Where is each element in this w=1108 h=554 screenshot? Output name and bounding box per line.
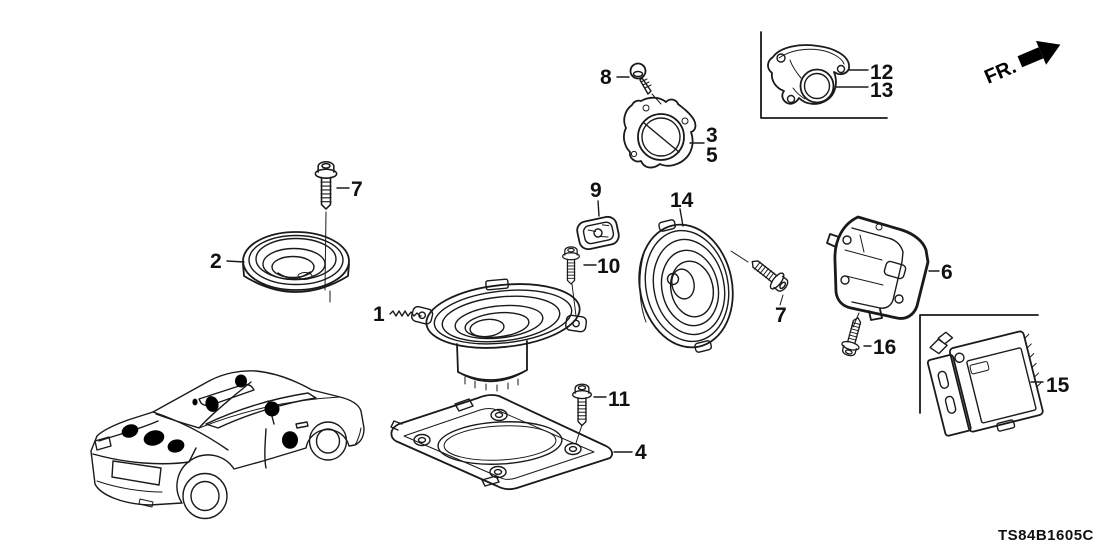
ring-speaker-part-2 [242,231,350,303]
speaker-location-dots [121,374,298,453]
detail-bracket-12-13 [760,31,888,119]
bolt-part-7-left [314,160,338,210]
bolt-part-7-right [745,253,793,296]
callout-8: 8 [600,66,612,89]
fr-label: FR. [981,56,1019,89]
callout-6: 6 [941,261,953,284]
callout-5: 5 [706,144,718,167]
screw-part-8 [629,62,652,95]
callout-10: 10 [597,255,620,278]
bolt-part-10 [562,246,580,285]
callout-14: 14 [670,189,694,212]
callout-7b: 7 [775,304,787,327]
car-illustration [90,370,365,520]
woofer-part-1 [410,278,588,392]
callout-13: 13 [870,79,893,102]
rear-wheel [182,472,228,520]
detail-bracket-15 [919,314,1039,414]
callout-labels: 1 2 7 8 3 5 9 10 12 13 14 7 6 16 15 11 4 [210,61,1070,464]
callout-12: 12 [870,61,893,84]
callout-9: 9 [590,179,602,202]
callout-2: 2 [210,250,222,273]
bracket-part-12-13 [767,44,851,105]
bolt-part-16 [838,314,868,359]
front-wheel [308,421,348,461]
callout-15: 15 [1046,374,1070,397]
plate-boss [413,408,582,479]
speaker-location-dot [205,396,219,412]
callout-3: 3 [706,124,718,147]
speaker-location-dot [167,439,185,453]
bracket-part-6 [826,215,930,321]
module-part-15 [926,330,1044,437]
callout-4: 4 [635,441,647,464]
callout-16: 16 [873,336,896,359]
speaker-location-dot [121,424,139,438]
tweeter-bracket-part-3-5 [623,96,697,169]
bolt-part-11 [572,383,592,427]
oval-speaker-part-14 [638,219,734,353]
diagram-code: TS84B1605C [998,527,1094,544]
speaker-location-dot [282,431,298,449]
speaker-location-dot [192,398,198,406]
speaker-location-dot [143,430,165,446]
mounting-plate-part-4 [390,394,613,491]
arrow-icon [1017,40,1061,68]
callout-11: 11 [608,388,631,411]
speaker-location-dot [235,374,247,388]
leader-lines [226,69,1044,453]
callout-7a: 7 [351,178,363,201]
fr-direction-arrow: FR. [981,40,1061,89]
clip-part-9 [576,215,620,251]
callout-1: 1 [373,303,385,326]
speaker-location-dot [264,401,280,417]
